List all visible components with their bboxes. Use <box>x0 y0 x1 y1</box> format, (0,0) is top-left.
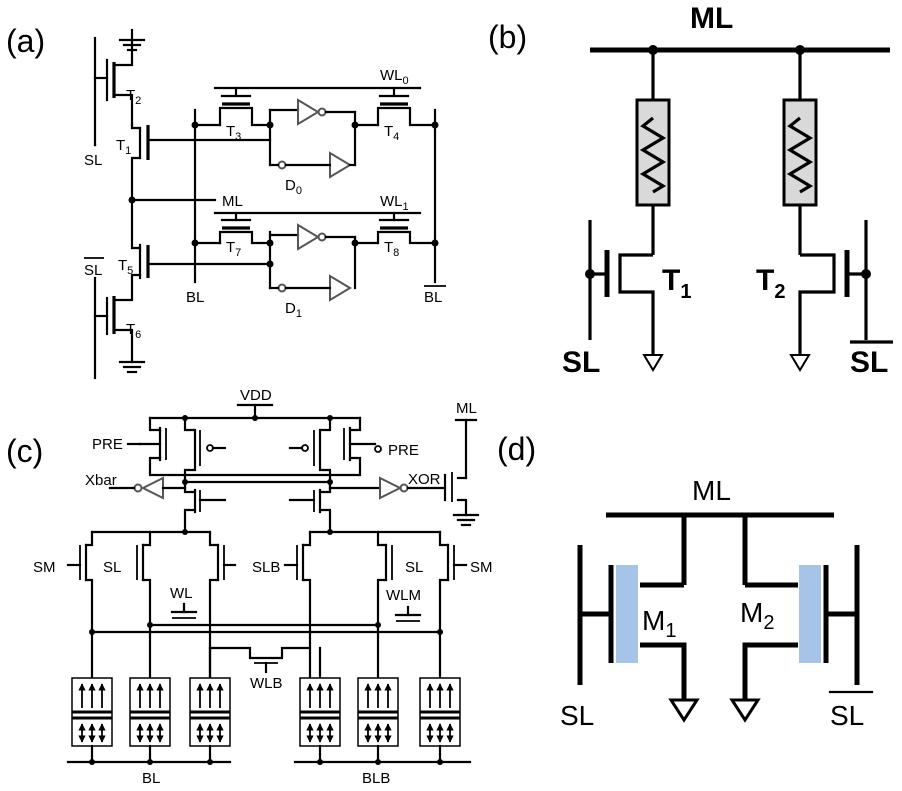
a-t4-label: T4 <box>384 123 399 143</box>
panel-b: (b) ML T1 T2 SL SL <box>488 2 893 379</box>
panel-b-label: (b) <box>488 19 527 55</box>
c-wlm-label: WLM <box>386 587 421 604</box>
c-sm-left-label: SM <box>33 559 56 576</box>
c-bl-label: BL <box>142 770 160 787</box>
c-ml-label: ML <box>456 400 477 417</box>
c-sl-right-label: SL <box>405 559 423 576</box>
c-sm-right-label: SM <box>470 559 493 576</box>
c-wl-label: WL <box>170 585 193 602</box>
a-bl-label: BL <box>186 289 204 306</box>
c-wlb-label: WLB <box>250 675 283 692</box>
c-xor-label: XOR <box>408 471 441 488</box>
a-d0-label: D0 <box>285 177 302 197</box>
c-vdd-label: VDD <box>240 387 272 404</box>
b-resistor-right <box>784 100 816 205</box>
b-slbar-label: SL <box>850 346 888 379</box>
a-d1-label: D1 <box>285 300 302 320</box>
d-ml-label: ML <box>692 475 731 506</box>
a-sl-label: SL <box>84 152 102 169</box>
c-blb-label: BLB <box>362 770 390 787</box>
panel-a-label: (a) <box>6 23 45 59</box>
d-sl-label: SL <box>560 700 594 731</box>
b-t1-label: T1 <box>662 264 691 303</box>
a-t8-label: T8 <box>384 239 399 259</box>
d-slbar-label: SL <box>830 700 864 731</box>
c-pre-right-label: PRE <box>388 442 419 459</box>
c-pre-left-label: PRE <box>92 436 123 453</box>
a-t2-label: T2 <box>126 87 141 107</box>
a-slbar-label: SL <box>84 262 102 279</box>
d-memristor-left <box>616 565 638 663</box>
b-t2-label: T2 <box>756 264 785 303</box>
panel-d: (d) ML M1 M2 SL SL <box>497 431 872 731</box>
panel-c: (c) VDD PRE PRE <box>6 387 493 787</box>
c-xbar-label: Xbar <box>85 472 117 489</box>
panel-d-label: (d) <box>497 431 536 467</box>
d-memristor-right <box>799 565 821 663</box>
b-sl-label: SL <box>562 346 600 379</box>
c-slb-label: SLB <box>252 559 280 576</box>
b-ml-label: ML <box>690 2 733 35</box>
panel-a: (a) <box>6 23 446 378</box>
b-resistor-left <box>637 100 669 205</box>
a-t5-label: T5 <box>118 257 133 277</box>
a-blbar-label: BL <box>424 289 442 306</box>
d-m2-label: M2 <box>740 597 774 634</box>
d-m1-label: M1 <box>642 605 676 642</box>
a-wl0-label: WL0 <box>380 67 409 87</box>
a-t7-label: T7 <box>226 239 241 259</box>
a-wl1-label: WL1 <box>380 193 409 213</box>
a-t6-label: T6 <box>126 321 141 341</box>
c-sl-left-label: SL <box>103 559 121 576</box>
a-ml-label: ML <box>222 193 243 210</box>
panel-c-label: (c) <box>6 433 43 469</box>
a-t1-label: T1 <box>116 137 131 157</box>
